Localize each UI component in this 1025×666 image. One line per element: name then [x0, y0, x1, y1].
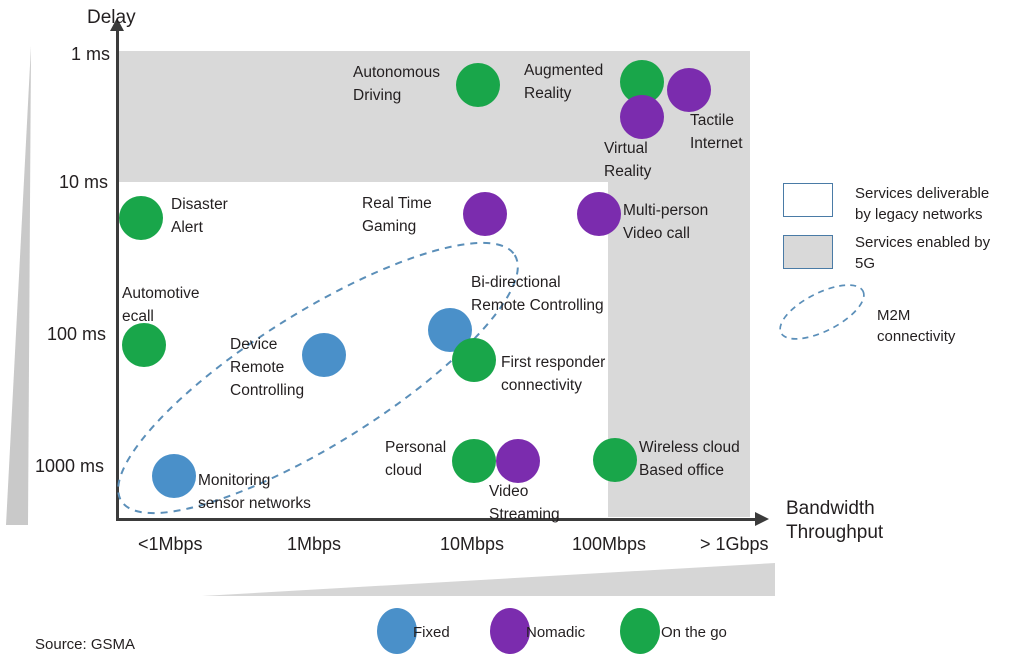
- bubble-real-time-gaming[interactable]: [463, 192, 507, 236]
- source-note: Source: GSMA: [35, 636, 136, 653]
- bubble-label-first-responder-connectivity-line2: connectivity: [501, 377, 582, 394]
- legend-label-nomadic: Nomadic: [526, 624, 586, 641]
- bubble-label-virtual-reality-line1: Virtual: [604, 140, 648, 157]
- bubble-label-multi-person-video-call-line2: Video call: [623, 225, 690, 242]
- x-axis-arrow: [755, 512, 769, 526]
- bubble-label-automotive-ecall-line1: Automotive: [122, 285, 200, 302]
- y-tick-1000ms: 1000 ms: [35, 456, 105, 476]
- legend-label-legacy-line2: by legacy networks: [855, 206, 983, 223]
- bubble-label-device-remote-controlling-line2: Remote: [230, 359, 285, 376]
- bubble-label-personal-cloud-line2: cloud: [385, 462, 423, 479]
- bubble-label-augmented-reality-line2: Reality: [524, 85, 572, 102]
- x-tick-sub1mbps: <1Mbps: [138, 534, 203, 554]
- bubble-multi-person-video-call[interactable]: [577, 192, 621, 236]
- x-tick-1mbps: 1Mbps: [287, 534, 342, 554]
- left-delay-wedge: [6, 46, 31, 525]
- y-tick-1ms: 1 ms: [71, 44, 111, 64]
- x-axis-title-line2: Throughput: [786, 522, 884, 543]
- y-axis-arrow: [110, 18, 124, 31]
- bubble-label-augmented-reality-line1: Augmented: [524, 62, 604, 79]
- bubble-label-disaster-alert-line1: Disaster: [171, 196, 228, 213]
- bubble-label-autonomous-driving-line1: Autonomous: [353, 64, 441, 81]
- y-axis-title: Delay: [87, 7, 136, 28]
- bubble-label-virtual-reality-line2: Reality: [604, 163, 652, 180]
- x-tick-1gbps: > 1Gbps: [700, 534, 769, 554]
- legend-label-on-the-go: On the go: [661, 624, 727, 641]
- bubble-label-automotive-ecall-line2: ecall: [122, 308, 154, 325]
- y-axis-line: [116, 30, 119, 520]
- bubble-label-bi-directional-remote-controlling-line2: Remote Controlling: [471, 297, 604, 314]
- bubble-disaster-alert[interactable]: [119, 196, 163, 240]
- bubble-label-personal-cloud-line1: Personal: [385, 439, 447, 456]
- bubble-video-streaming[interactable]: [496, 439, 540, 483]
- bubble-virtual-reality[interactable]: [620, 95, 664, 139]
- bubble-label-device-remote-controlling-line3: Controlling: [230, 382, 305, 399]
- bubble-tactile-internet[interactable]: [667, 68, 711, 112]
- bubble-label-monitoring-sensor-networks-line2: sensor networks: [198, 495, 311, 512]
- legend-label-m2m-line1: M2M: [877, 307, 911, 324]
- legend-label-5g-line2: 5G: [855, 255, 876, 272]
- legend-label-m2m-line2: connectivity: [877, 328, 956, 345]
- bubble-label-first-responder-connectivity-line1: First responder: [501, 354, 606, 371]
- x-tick-100mbps: 100Mbps: [572, 534, 647, 554]
- bubble-label-real-time-gaming-line1: Real Time: [362, 195, 432, 212]
- x-axis-title-line1: Bandwidth: [786, 498, 875, 519]
- bubble-label-tactile-internet-line2: Internet: [690, 135, 743, 152]
- bubble-automotive-ecall[interactable]: [122, 323, 166, 367]
- bubble-label-multi-person-video-call-line1: Multi-person: [623, 202, 709, 219]
- legend-swatch-legacy: [783, 183, 833, 217]
- bubble-label-wireless-cloud-based-office-line2: Based office: [639, 462, 725, 479]
- bubble-label-autonomous-driving-line2: Driving: [353, 87, 402, 104]
- bubble-monitoring-sensor-networks[interactable]: [152, 454, 196, 498]
- y-tick-10ms: 10 ms: [59, 172, 109, 192]
- bubble-device-remote-controlling[interactable]: [302, 333, 346, 377]
- bubble-label-real-time-gaming-line2: Gaming: [362, 218, 417, 235]
- bubble-label-wireless-cloud-based-office-line1: Wireless cloud: [639, 439, 740, 456]
- bubble-personal-cloud[interactable]: [452, 439, 496, 483]
- legend-bubble-fixed: [377, 608, 417, 654]
- y-tick-100ms: 100 ms: [47, 324, 107, 344]
- bubble-label-device-remote-controlling-line1: Device: [230, 336, 278, 353]
- legend-swatch-5g: [783, 235, 833, 269]
- legend-bubble-on-the-go: [620, 608, 660, 654]
- bubble-first-responder-connectivity[interactable]: [452, 338, 496, 382]
- bubble-label-tactile-internet-line1: Tactile: [690, 112, 734, 129]
- bubble-autonomous-driving[interactable]: [456, 63, 500, 107]
- bubble-label-disaster-alert-line2: Alert: [171, 219, 203, 236]
- legend-label-legacy-line1: Services deliverable: [855, 185, 990, 202]
- bubble-label-video-streaming-line1: Video: [489, 483, 529, 500]
- x-axis-line: [116, 518, 757, 521]
- legend-label-5g-line1: Services enabled by: [855, 234, 991, 251]
- x-tick-10mbps: 10Mbps: [440, 534, 505, 554]
- legend-label-fixed: Fixed: [413, 624, 450, 641]
- bottom-bandwidth-wedge: [202, 563, 775, 596]
- legend-bubble-nomadic: [490, 608, 530, 654]
- bubble-label-video-streaming-line2: Streaming: [489, 506, 560, 523]
- bubble-label-monitoring-sensor-networks-line1: Monitoring: [198, 472, 271, 489]
- bubble-label-bi-directional-remote-controlling-line1: Bi-directional: [471, 274, 561, 291]
- bubble-wireless-cloud-based-office[interactable]: [593, 438, 637, 482]
